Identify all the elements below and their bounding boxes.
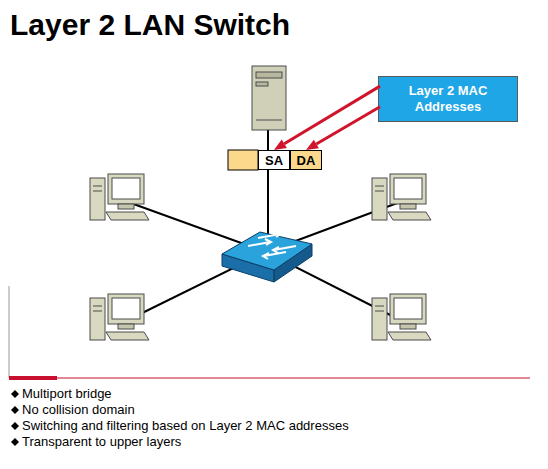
node-text: DA [297, 153, 316, 168]
switch-icon [222, 231, 312, 282]
frame-field [228, 150, 258, 170]
node-text-group: Layer 2 MAC Addresses [389, 83, 507, 115]
side-rule [9, 286, 10, 378]
node-text: SA [265, 153, 283, 168]
arrow-line [284, 86, 380, 144]
frame-field: SA [258, 150, 290, 170]
bullet-text: Transparent to upper layers [22, 434, 181, 450]
footer-rule [9, 378, 530, 379]
node-text-group: DA [297, 153, 316, 168]
server-icon [252, 66, 286, 130]
diagram-title: Layer 2 LAN Switch [10, 8, 290, 42]
arrow-head [306, 140, 319, 150]
pc-icon [372, 174, 431, 220]
cable [128, 130, 400, 320]
pc-icon [372, 294, 431, 340]
bullet-text: Switching and filtering based on Layer 2… [22, 418, 349, 434]
bullet-marker [11, 390, 19, 446]
callout-box: Layer 2 MAC Addresses [378, 76, 518, 122]
node-text: Layer 2 MAC Addresses [389, 83, 507, 115]
pc-icon [90, 174, 149, 220]
footer-rule-accent [9, 376, 57, 380]
frame-field: DA [290, 150, 322, 170]
callout-arrow [274, 86, 380, 150]
arrow-head [274, 140, 287, 150]
arrow-line [316, 107, 380, 144]
pc-icon [90, 294, 149, 340]
node-text-group: SA [265, 153, 283, 168]
bullet-text: Multiport bridge [22, 386, 112, 402]
bullet-text: No collision domain [22, 402, 135, 418]
callout-arrow [306, 107, 380, 150]
